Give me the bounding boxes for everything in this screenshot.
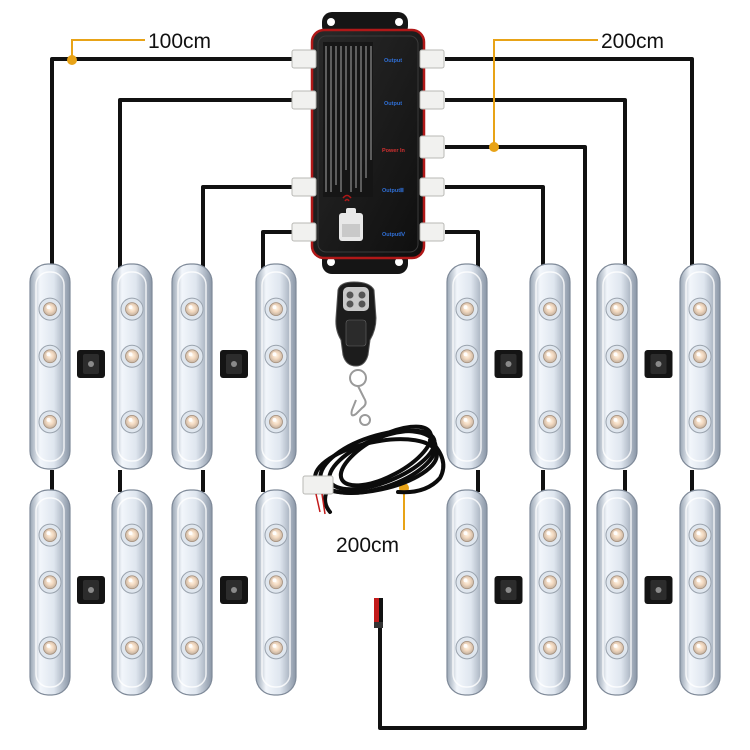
power-cable-plug bbox=[302, 475, 334, 515]
mounting-bracket bbox=[494, 576, 523, 604]
mounting-bracket bbox=[77, 576, 105, 604]
mounting-bracket bbox=[644, 350, 673, 378]
callout-100cm: 100cm bbox=[67, 30, 211, 65]
remote-control bbox=[335, 281, 377, 426]
wire-output-3 bbox=[201, 185, 296, 270]
signal-icon bbox=[342, 194, 352, 202]
mounting-bracket bbox=[77, 350, 105, 378]
wire-output-r4 bbox=[445, 230, 480, 270]
light-bars bbox=[29, 263, 721, 696]
remote-button-b-icon bbox=[358, 291, 366, 299]
light-bar-4-1-a bbox=[596, 263, 638, 470]
controller-box: Output Output Power In OutputⅢ OutputⅣ bbox=[310, 12, 426, 274]
power-lead-end bbox=[374, 598, 383, 628]
light-bar-2-1-a bbox=[171, 263, 213, 470]
wire-output-r2 bbox=[445, 98, 627, 270]
wiring bbox=[50, 57, 694, 730]
light-bar-1-1-a bbox=[29, 263, 71, 470]
wire-output-r1 bbox=[445, 57, 694, 270]
light-bar-1-2-a bbox=[29, 489, 71, 696]
wire-output-r3 bbox=[445, 185, 545, 270]
callout-200cm-top: 200cm bbox=[489, 30, 664, 152]
instruction-text-block bbox=[323, 42, 373, 197]
wire-output-1 bbox=[50, 57, 296, 270]
mounting-bracket bbox=[494, 350, 523, 378]
label-100cm: 100cm bbox=[148, 30, 211, 53]
port-label-1: Output bbox=[384, 58, 402, 64]
remote-button-d-icon bbox=[358, 300, 366, 308]
light-bar-2-2-b bbox=[255, 489, 297, 696]
light-bar-3-2-b bbox=[529, 489, 571, 696]
port-label-4: OutputⅣ bbox=[382, 231, 406, 238]
mounting-bracket bbox=[644, 576, 673, 604]
light-bar-4-2-b bbox=[679, 489, 721, 696]
wire-output-4 bbox=[261, 230, 296, 270]
light-bar-2-1-b bbox=[255, 263, 297, 470]
light-bar-3-1-b bbox=[529, 263, 571, 470]
wire-power-in bbox=[378, 145, 587, 730]
label-200cm-power: 200cm bbox=[336, 534, 399, 557]
light-bar-2-2-a bbox=[171, 489, 213, 696]
light-bar-1-1-b bbox=[111, 263, 153, 470]
label-200cm-top: 200cm bbox=[601, 30, 664, 53]
remote-button-a-icon bbox=[346, 291, 354, 299]
light-bar-4-2-a bbox=[596, 489, 638, 696]
port-label-3: OutputⅢ bbox=[382, 187, 404, 194]
power-cable-coil bbox=[313, 424, 446, 514]
controller-connectors bbox=[291, 49, 445, 242]
mounting-bracket bbox=[220, 350, 248, 378]
wire-output-2 bbox=[118, 98, 296, 270]
light-bar-1-2-b bbox=[111, 489, 153, 696]
port-labels: Output Output Power In OutputⅢ OutputⅣ bbox=[382, 58, 406, 238]
mounting-bracket bbox=[220, 576, 248, 604]
remote-symbol-icon bbox=[339, 208, 363, 241]
light-bar-3-2-a bbox=[446, 489, 488, 696]
light-bar-4-1-b bbox=[679, 263, 721, 470]
port-label-power: Power In bbox=[382, 148, 406, 154]
light-bar-3-1-a bbox=[446, 263, 488, 470]
port-label-2: Output bbox=[384, 101, 402, 107]
remote-button-c-icon bbox=[346, 300, 354, 308]
